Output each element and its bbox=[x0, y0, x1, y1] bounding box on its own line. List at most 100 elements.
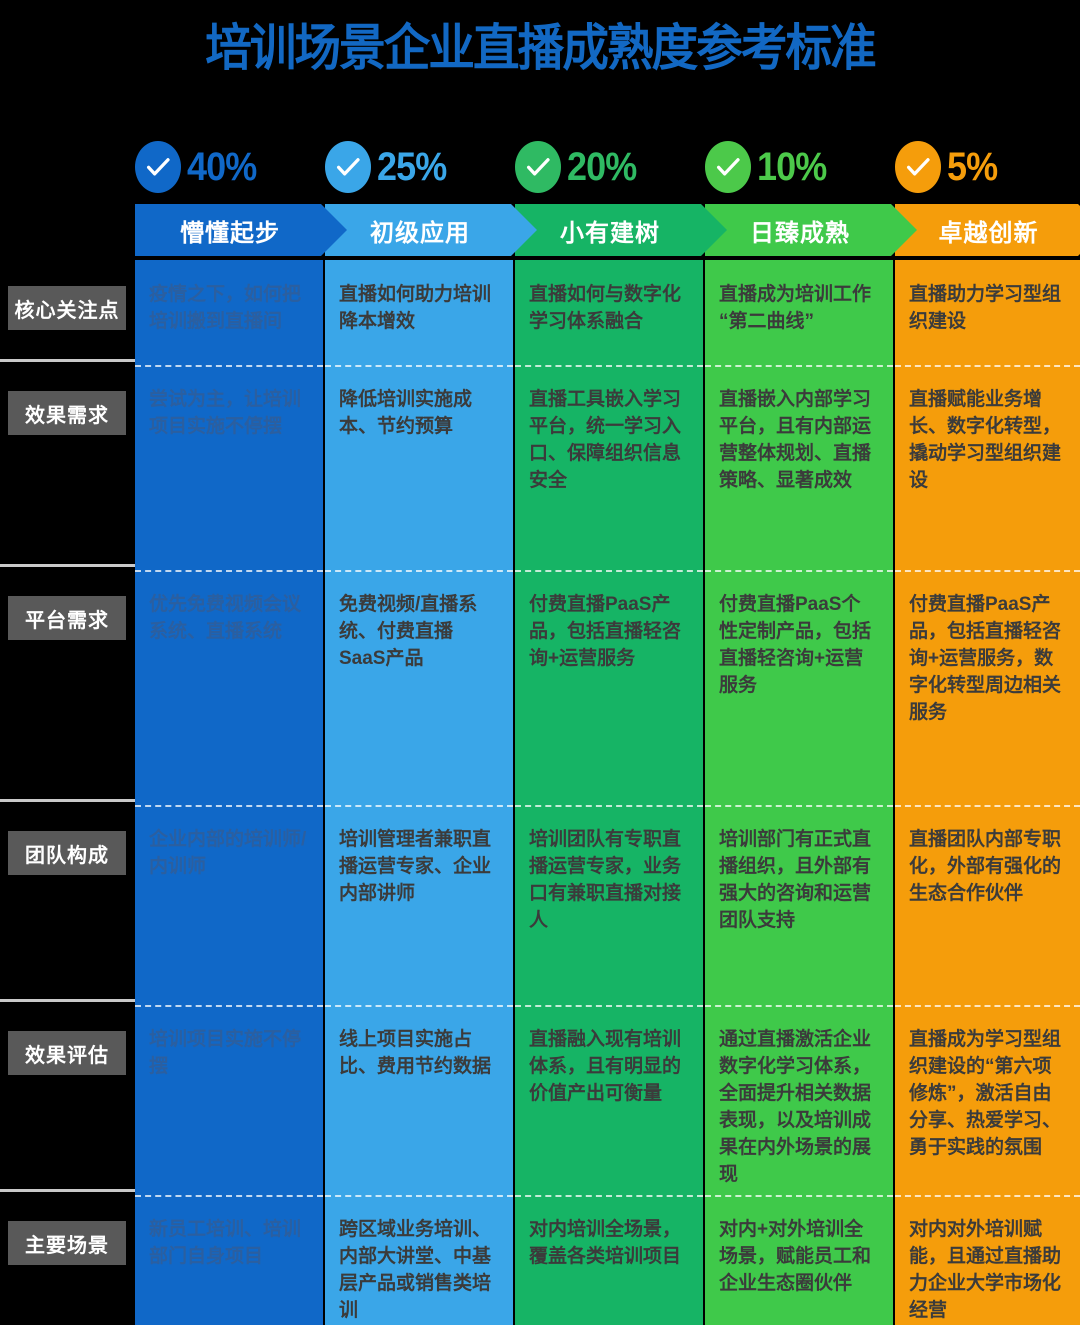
matrix-cell: 付费直播PaaS个性定制产品，包括直播轻咨询+运营服务 bbox=[705, 570, 893, 805]
matrix-cell-text: 直播如何与数字化学习体系融合 bbox=[529, 284, 682, 332]
matrix-column-3: 直播如何与数字化学习体系融合直播工具嵌入学习平台，统一学习入口、保障组织信息安全… bbox=[515, 260, 703, 1325]
stage-percentage-value: 25% bbox=[377, 144, 447, 189]
stage-header-label: 日臻成熟 bbox=[750, 219, 850, 247]
stage-header-2[interactable]: 初级应用 bbox=[325, 204, 537, 256]
row-separator bbox=[0, 799, 135, 802]
matrix-cell-text: 直播如何助力培训降本增效 bbox=[339, 284, 492, 332]
matrix-cell-text: 培训管理者兼职直播运营专家、企业内部讲师 bbox=[339, 829, 492, 904]
matrix-cell: 直播嵌入内部学习平台，且有内部运营整体规划、直播策略、显著成效 bbox=[705, 365, 893, 570]
matrix-cell: 直播融入现有培训体系，且有明显的价值产出可衡量 bbox=[515, 1005, 703, 1195]
matrix-cell: 培训团队有专职直播运营专家，业务口有兼职直播对接人 bbox=[515, 805, 703, 1005]
stage-header-1[interactable]: 懵懂起步 bbox=[135, 204, 347, 256]
matrix-cell-text: 付费直播PaaS个性定制产品，包括直播轻咨询+运营服务 bbox=[719, 594, 872, 696]
title-container: 培训场景企业直播成熟度参考标准 bbox=[0, 8, 1080, 80]
stage-percentage-badge: 25% bbox=[325, 136, 513, 198]
matrix-cell-text: 疫情之下，如何把培训搬到直播间 bbox=[149, 284, 302, 332]
stage-percentage-value: 10% bbox=[757, 144, 827, 189]
check-seal-icon bbox=[895, 141, 941, 193]
matrix-cell-text: 培训团队有专职直播运营专家，业务口有兼职直播对接人 bbox=[529, 829, 682, 931]
cell-divider bbox=[895, 805, 1080, 807]
matrix-cell-text: 降低培训实施成本、节约预算 bbox=[339, 389, 473, 437]
stage-header-label: 初级应用 bbox=[370, 219, 470, 247]
matrix-column-4: 直播成为培训工作“第二曲线” 直播嵌入内部学习平台，且有内部运营整体规划、直播策略… bbox=[705, 260, 893, 1325]
matrix-cell: 培训管理者兼职直播运营专家、企业内部讲师 bbox=[325, 805, 513, 1005]
matrix-cell: 优先免费视频会议系统、直播系统 bbox=[135, 570, 323, 805]
matrix-cell: 免费视频/直播系统、付费直播SaaS产品 bbox=[325, 570, 513, 805]
row-label-1: 核心关注点 bbox=[8, 286, 126, 330]
cell-divider bbox=[705, 570, 893, 572]
cell-divider bbox=[135, 805, 323, 807]
cell-divider bbox=[895, 1195, 1080, 1197]
stage-percentage-badge: 10% bbox=[705, 136, 893, 198]
matrix-cell: 企业内部的培训师/内训师 bbox=[135, 805, 323, 1005]
cell-divider bbox=[705, 1195, 893, 1197]
matrix-cell: 付费直播PaaS产品，包括直播轻咨询+运营服务 bbox=[515, 570, 703, 805]
matrix-cell: 对内+对外培训全场景，赋能员工和企业生态圈伙伴 bbox=[705, 1195, 893, 1325]
cell-divider bbox=[515, 805, 703, 807]
matrix-cell: 疫情之下，如何把培训搬到直播间 bbox=[135, 260, 323, 365]
stage-header-label: 小有建树 bbox=[560, 219, 660, 247]
row-separator bbox=[0, 359, 135, 362]
row-label-5: 效果评估 bbox=[8, 1031, 126, 1075]
matrix-cell-text: 通过直播激活企业数字化学习体系，全面提升相关数据表现，以及培训成果在内外场景的展… bbox=[719, 1029, 872, 1185]
matrix-cell-text: 直播成为学习型组织建设的“第六项修炼”，激活自由分享、热爱学习、勇于实践的氛围 bbox=[909, 1029, 1062, 1158]
matrix-cell-text: 优先免费视频会议系统、直播系统 bbox=[149, 594, 302, 642]
cell-divider bbox=[515, 365, 703, 367]
cell-divider bbox=[135, 365, 323, 367]
check-seal-icon bbox=[705, 141, 751, 193]
check-seal-icon bbox=[135, 141, 181, 193]
matrix-cell-text: 直播团队内部专职化，外部有强化的生态合作伙伴 bbox=[909, 829, 1062, 904]
stage-header-4[interactable]: 日臻成熟 bbox=[705, 204, 917, 256]
page-title: 培训场景企业直播成熟度参考标准 bbox=[205, 20, 876, 76]
matrix-cell: 直播如何助力培训降本增效 bbox=[325, 260, 513, 365]
matrix-cell-text: 对内+对外培训全场景，赋能员工和企业生态圈伙伴 bbox=[719, 1219, 872, 1294]
cell-divider bbox=[515, 1195, 703, 1197]
stage-header-5[interactable]: 卓越创新 bbox=[895, 204, 1080, 256]
stage-percentage-value: 40% bbox=[187, 144, 257, 189]
stage-percentage-value: 20% bbox=[567, 144, 637, 189]
matrix-column-5: 直播助力学习型组织建设直播赋能业务增长、数字化转型，撬动学习型组织建设付费直播P… bbox=[895, 260, 1080, 1325]
cell-divider bbox=[325, 1005, 513, 1007]
cell-divider bbox=[135, 1005, 323, 1007]
row-separator bbox=[0, 999, 135, 1002]
stage-percentage-badge: 40% bbox=[135, 136, 323, 198]
matrix-cell-text: 付费直播PaaS产品，包括直播轻咨询+运营服务 bbox=[529, 594, 682, 669]
cell-divider bbox=[705, 805, 893, 807]
cell-divider bbox=[895, 570, 1080, 572]
matrix-cell-text: 对内对外培训赋能，且通过直播助力企业大学市场化经营 bbox=[909, 1219, 1062, 1321]
cell-divider bbox=[325, 365, 513, 367]
matrix-cell-text: 直播赋能业务增长、数字化转型，撬动学习型组织建设 bbox=[909, 389, 1062, 491]
stage-header-label: 卓越创新 bbox=[938, 219, 1039, 247]
matrix-cell: 直播助力学习型组织建设 bbox=[895, 260, 1080, 365]
matrix-cell: 通过直播激活企业数字化学习体系，全面提升相关数据表现，以及培训成果在内外场景的展… bbox=[705, 1005, 893, 1195]
cell-divider bbox=[325, 1195, 513, 1197]
matrix-cell: 对内对外培训赋能，且通过直播助力企业大学市场化经营 bbox=[895, 1195, 1080, 1325]
matrix-cell: 尝试为主，让培训项目实施不停摆 bbox=[135, 365, 323, 570]
matrix-cell: 跨区域业务培训、内部大讲堂、中基层产品或销售类培训 bbox=[325, 1195, 513, 1325]
matrix-cell: 直播成为培训工作“第二曲线” bbox=[705, 260, 893, 365]
matrix-cell-text: 直播成为培训工作“第二曲线” bbox=[719, 284, 872, 332]
row-label-4: 团队构成 bbox=[8, 831, 126, 875]
row-separator bbox=[0, 1189, 135, 1192]
matrix-cell: 直播成为学习型组织建设的“第六项修炼”，激活自由分享、热爱学习、勇于实践的氛围 bbox=[895, 1005, 1080, 1195]
row-label-gutter: 核心关注点效果需求平台需求团队构成效果评估主要场景 bbox=[0, 260, 135, 1325]
row-label-2: 效果需求 bbox=[8, 391, 126, 435]
cell-divider bbox=[325, 805, 513, 807]
row-label-6: 主要场景 bbox=[8, 1221, 126, 1265]
matrix-cell-text: 培训项目实施不停摆 bbox=[149, 1029, 302, 1077]
row-separator bbox=[0, 564, 135, 567]
matrix-cell: 付费直播PaaS产品，包括直播轻咨询+运营服务，数字化转型周边相关服务 bbox=[895, 570, 1080, 805]
cell-divider bbox=[325, 570, 513, 572]
matrix-cell-text: 线上项目实施占比、费用节约数据 bbox=[339, 1029, 492, 1077]
cell-divider bbox=[705, 365, 893, 367]
cell-divider bbox=[515, 570, 703, 572]
matrix-cell-text: 新员工培训、培训部门自身项目 bbox=[149, 1219, 302, 1267]
stage-header-3[interactable]: 小有建树 bbox=[515, 204, 727, 256]
matrix-cell-text: 跨区域业务培训、内部大讲堂、中基层产品或销售类培训 bbox=[339, 1219, 492, 1321]
matrix-cell-text: 尝试为主，让培训项目实施不停摆 bbox=[149, 389, 302, 437]
matrix-cell-text: 直播融入现有培训体系，且有明显的价值产出可衡量 bbox=[529, 1029, 682, 1104]
cell-divider bbox=[515, 1005, 703, 1007]
percentage-badge-row: 40%25%20%10%5% bbox=[135, 136, 1080, 198]
matrix-cell: 直播团队内部专职化，外部有强化的生态合作伙伴 bbox=[895, 805, 1080, 1005]
